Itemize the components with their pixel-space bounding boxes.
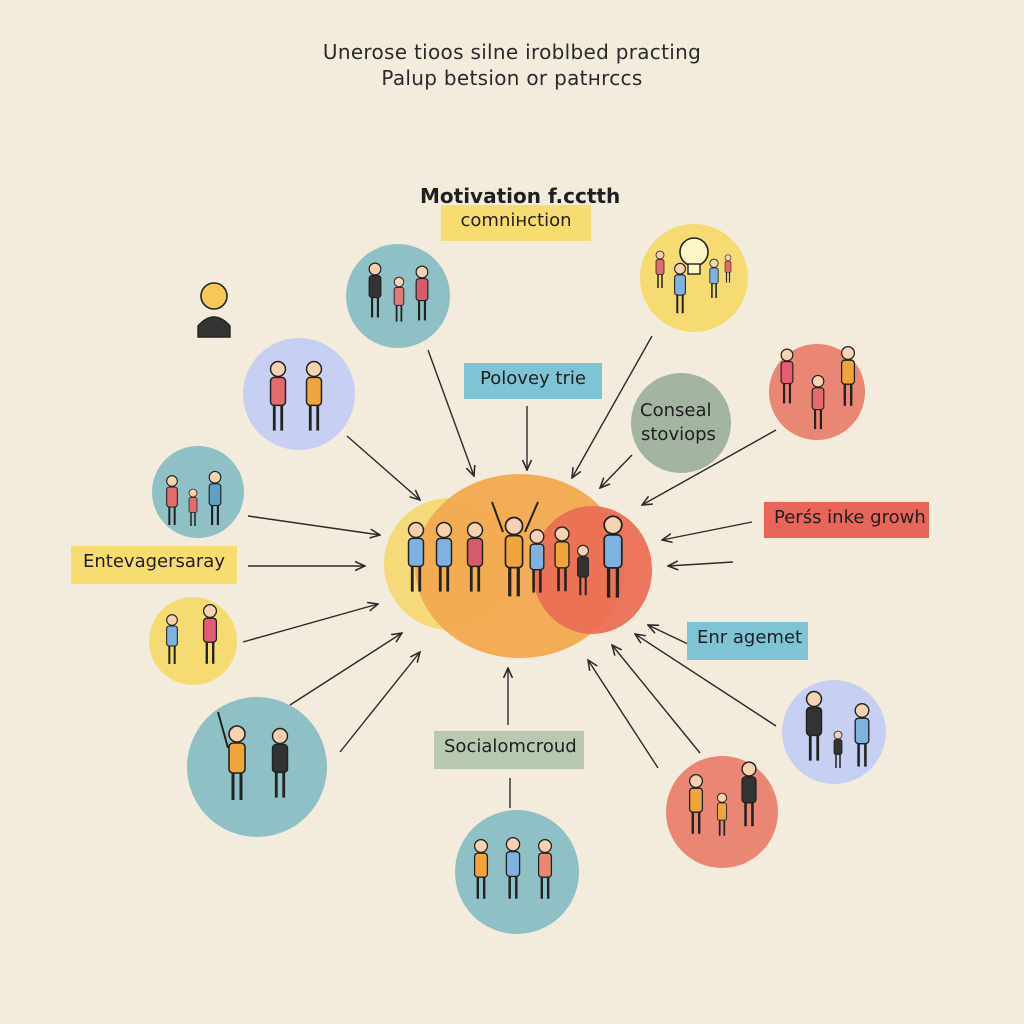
arrow (642, 429, 777, 505)
arrow (668, 562, 734, 566)
conseal-label-line-1: Conseal (640, 400, 712, 421)
header-line-2: Palup betsion or patнrccs (381, 66, 643, 90)
group-bottom-right-coral (666, 756, 778, 868)
arrow (346, 435, 420, 500)
lightbulb-icon (679, 237, 709, 267)
core-blob-right (532, 506, 652, 634)
header-line-1: Unerose tioos silne iroblbed practing (322, 40, 702, 64)
group-top-left (346, 244, 450, 348)
arrow (662, 521, 753, 540)
group-right-lavender (782, 680, 886, 784)
arrow (289, 633, 402, 706)
group-top-right-yellow (640, 224, 748, 332)
raised-arm (217, 711, 229, 749)
arrow (612, 645, 701, 754)
central-group (384, 474, 652, 658)
raised-arm (491, 501, 504, 533)
engagement-label: Enr agemet (687, 622, 808, 660)
center-subtitle-label: comnінction (441, 205, 591, 241)
group-right-coral (769, 344, 865, 440)
arrow (648, 625, 691, 646)
conseal-circle (631, 373, 731, 473)
single-person-icon-top-left (197, 282, 231, 338)
arrow (572, 335, 653, 478)
raised-arm (524, 501, 539, 533)
arrow (635, 634, 777, 727)
social-label: Socialomcroud (434, 731, 584, 769)
arrow (247, 515, 380, 535)
group-left-yellow (149, 597, 237, 685)
growth-label: Perśs inke growh (764, 502, 929, 538)
conseal-label-line-2: stoviops (641, 424, 716, 445)
arrow (427, 349, 474, 476)
center-title: Motivation f.cctth (420, 184, 621, 208)
group-bottom-center (455, 810, 579, 934)
arrows (242, 335, 777, 769)
group-bottom-left (187, 697, 327, 837)
arrow (588, 660, 659, 769)
policy-label: Polovey trie (464, 363, 602, 399)
group-left-teal (152, 446, 244, 538)
arrow (600, 454, 633, 488)
left-label: Entevagersaray (71, 546, 237, 584)
arrow (339, 652, 420, 753)
group-left-lavender (243, 338, 355, 450)
arrow (242, 604, 378, 643)
